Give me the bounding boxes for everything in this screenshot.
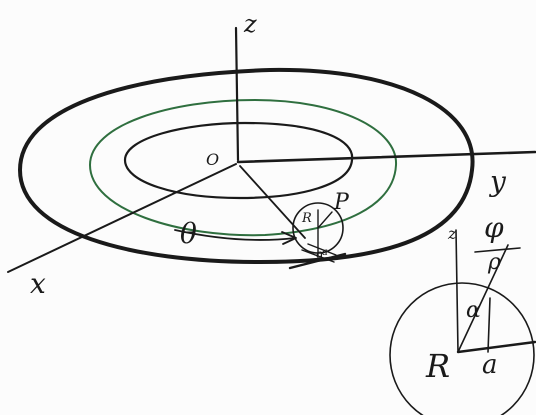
radius-to-p	[239, 165, 306, 239]
label-detail-a: a	[482, 350, 498, 380]
theta-arrow	[174, 229, 296, 241]
theta-arrow-head	[281, 231, 297, 245]
detail-vertical-axis	[455, 229, 459, 353]
label-x-axis: x	[30, 267, 46, 300]
label-small-radius: R	[302, 211, 312, 226]
tangent-base-line	[288, 252, 347, 270]
label-rho: ρ	[488, 250, 501, 275]
label-point-p: P	[334, 190, 349, 215]
label-small-a: a	[322, 247, 328, 258]
z-axis	[234, 26, 240, 162]
label-theta: θ	[180, 217, 197, 250]
small-circle-inner-lines	[301, 209, 337, 263]
label-detail-alpha: α	[466, 298, 481, 323]
detail-phi-bar	[474, 247, 521, 253]
label-detail-radius: R	[426, 347, 451, 385]
label-detail-z: z	[448, 224, 457, 243]
detail-horizontal-axis	[456, 340, 536, 354]
outer-ellipse	[18, 67, 475, 264]
label-phi: φ	[484, 211, 504, 244]
detail-projection-line	[487, 297, 491, 353]
x-axis	[7, 163, 237, 273]
label-z-axis: z	[244, 10, 257, 38]
label-small-alpha: α	[316, 247, 325, 261]
label-y-axis: y	[490, 165, 506, 198]
inner-ellipse	[123, 121, 354, 200]
middle-ellipse-green	[89, 99, 398, 237]
y-axis	[236, 150, 536, 164]
detail-radius-line	[457, 244, 509, 353]
cross-section-detail	[389, 282, 535, 415]
label-origin: O	[206, 150, 220, 169]
